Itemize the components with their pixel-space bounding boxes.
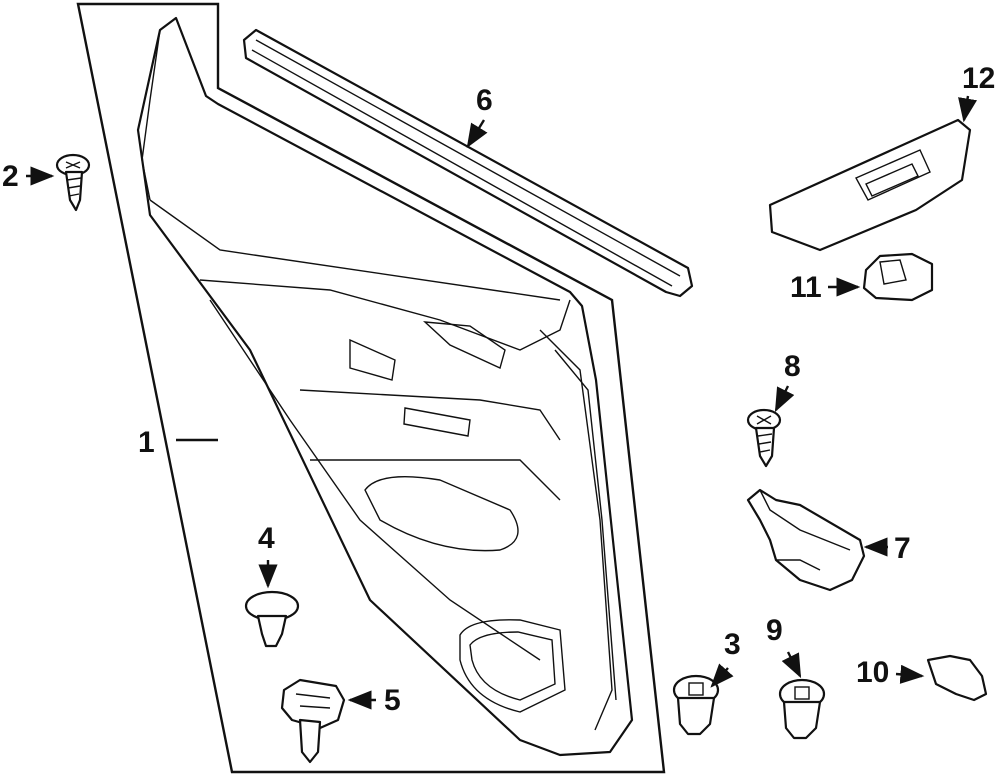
switch-bezel	[768, 118, 972, 252]
callout-6: 6	[476, 84, 493, 117]
callout-8: 8	[784, 350, 801, 383]
callout-3: 3	[724, 628, 741, 661]
cover-10	[926, 654, 988, 702]
push-clip-4	[244, 590, 300, 648]
leader-lines	[26, 95, 978, 710]
belt-weatherstrip	[242, 28, 694, 298]
door-trim-panel	[136, 16, 634, 757]
callout-1: 1	[138, 426, 155, 459]
screw-2	[55, 153, 91, 212]
callout-5: 5	[384, 684, 401, 717]
callout-10: 10	[856, 656, 889, 689]
callout-12: 12	[962, 62, 995, 95]
panel-bracket	[76, 2, 666, 774]
callout-11: 11	[790, 271, 822, 304]
window-switch	[862, 252, 934, 302]
callout-2: 2	[2, 160, 19, 193]
nut-3	[672, 674, 720, 736]
callout-9: 9	[766, 614, 783, 647]
screw-8	[746, 408, 782, 468]
bracket-7	[746, 488, 866, 592]
callout-7: 7	[894, 532, 911, 565]
nut-9	[778, 678, 826, 740]
retainer-clip-5	[280, 678, 346, 764]
callout-4: 4	[258, 522, 275, 555]
